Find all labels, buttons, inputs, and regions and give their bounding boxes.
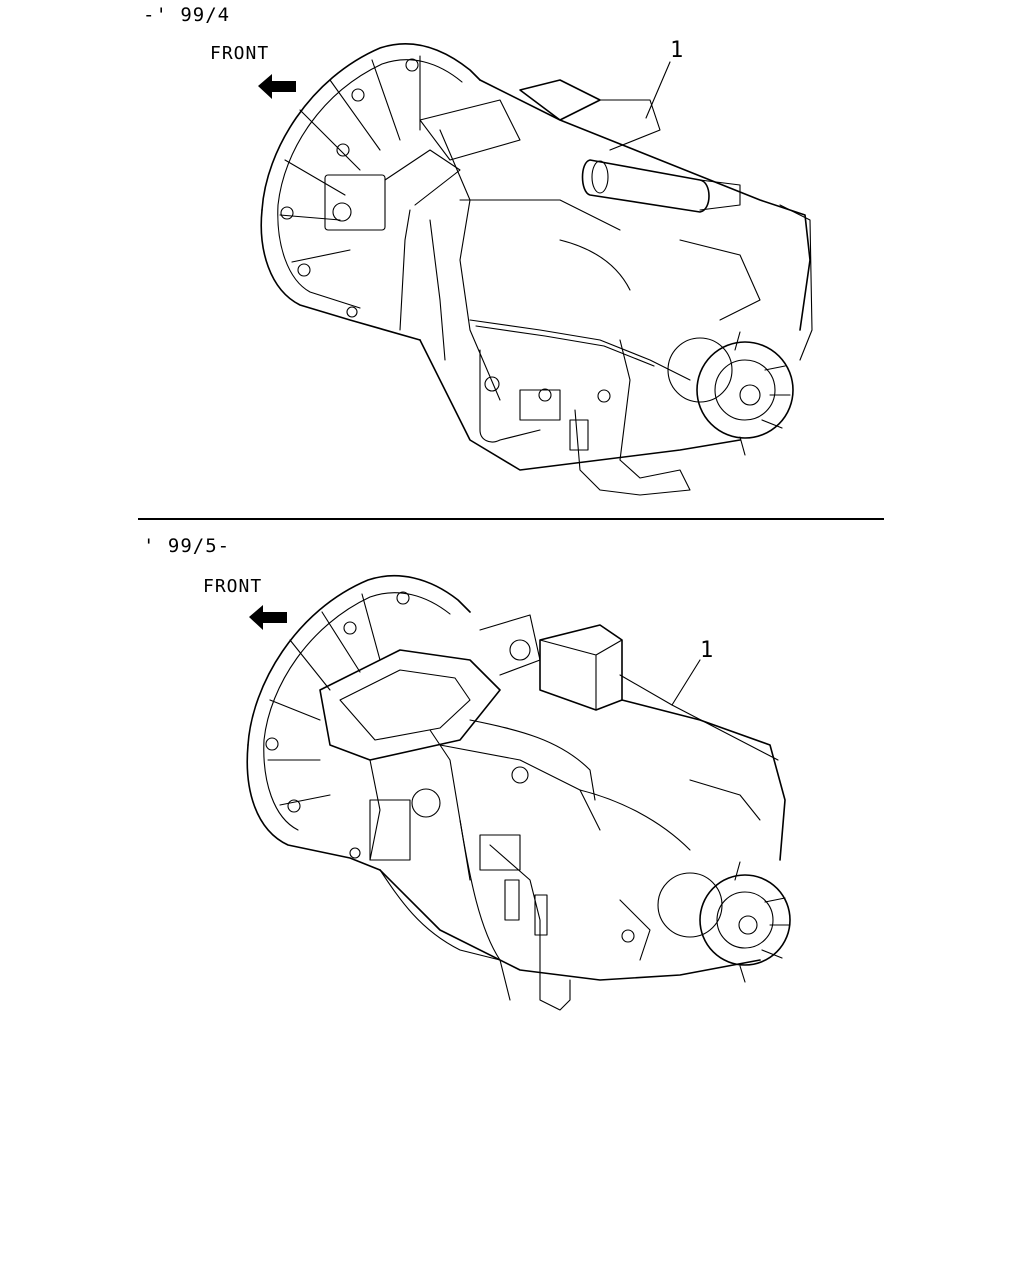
front-label-bottom: FRONT: [203, 576, 263, 597]
callout-leader-top: [645, 61, 671, 119]
control-valve-box-bottom: [539, 624, 623, 711]
section-divider: [138, 518, 884, 520]
case-outline-top: [419, 339, 741, 471]
front-arrow-icon-bottom: [249, 605, 287, 630]
output-flange-bottom: [699, 874, 791, 966]
output-flange-top: [696, 341, 794, 439]
air-cylinder-top: [581, 159, 710, 213]
air-piping-bottom: [429, 729, 601, 881]
period-label-bottom: ' 99/5-: [143, 535, 231, 557]
period-label-top: -' 99/4: [143, 4, 231, 26]
front-arrow-icon-top: [258, 74, 296, 99]
air-piping-top: [399, 199, 621, 361]
front-label-top: FRONT: [210, 43, 270, 64]
callout-number-bottom: 1: [700, 638, 714, 663]
bell-housing-outline-bottom: [247, 574, 471, 746]
top-cover-bottom: [319, 649, 501, 761]
bell-housing-outline-top: [261, 42, 481, 211]
callout-leader-bottom: [671, 659, 701, 706]
callout-number-top: 1: [670, 38, 684, 63]
case-outline-bottom: [379, 869, 761, 981]
